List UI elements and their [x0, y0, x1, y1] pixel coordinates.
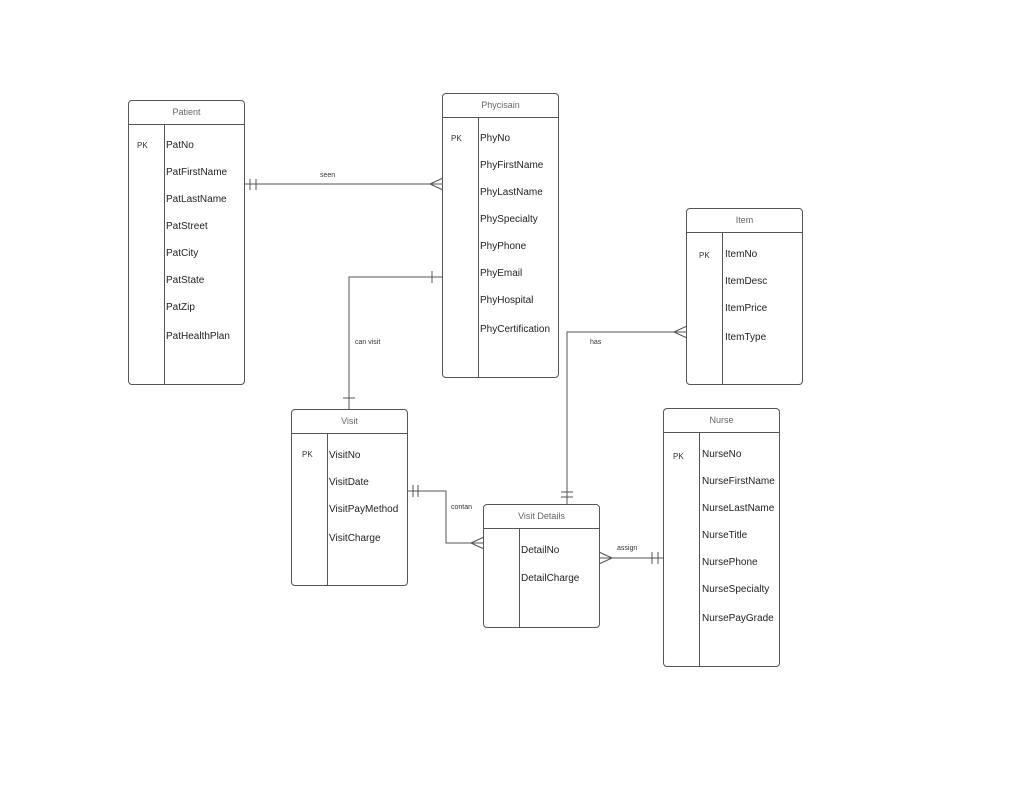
patient-attr: PatState: [166, 275, 205, 286]
item-attr: ItemNo: [725, 249, 758, 260]
physician-divider: [478, 117, 479, 377]
has-connector: [561, 325, 688, 505]
seen-connector: [244, 177, 444, 191]
visit-pk-label: PK: [302, 450, 313, 459]
patient-attr: PatHealthPlan: [166, 331, 230, 342]
physician-attr: PhyHospital: [480, 295, 534, 306]
nurse-attr: NursePhone: [702, 557, 758, 568]
physician-entity[interactable]: Phycisain PK PhyNo PhyFirstName PhyLastN…: [442, 93, 559, 378]
contain-label: contan: [451, 504, 473, 511]
nurse-attr: NursePayGrade: [702, 613, 774, 624]
nurse-divider: [699, 432, 700, 666]
physician-title: Phycisain: [443, 94, 558, 118]
physician-attr: PhyEmail: [480, 268, 523, 279]
visit-details-attr: DetailNo: [521, 545, 560, 556]
physician-attr: PhyPhone: [480, 241, 527, 252]
nurse-attr: NurseLastName: [702, 503, 775, 514]
contain-connector: [407, 485, 485, 550]
nurse-title: Nurse: [664, 409, 779, 433]
physician-pk-label: PK: [451, 134, 462, 143]
patient-attr: PatFirstName: [166, 167, 228, 178]
patient-attr: PatLastName: [166, 194, 227, 205]
nurse-pk-label: PK: [673, 452, 684, 461]
item-entity[interactable]: Item PK ItemNo ItemDesc ItemPrice ItemTy…: [686, 208, 803, 385]
assign-connector: [598, 551, 664, 565]
nurse-attr: NurseTitle: [702, 530, 748, 541]
patient-pk-label: PK: [137, 141, 148, 150]
physician-attr: PhyCertification: [480, 324, 551, 335]
physician-attr: PhyNo: [480, 133, 511, 144]
visit-attr: VisitNo: [329, 450, 361, 461]
visit-attr: VisitCharge: [329, 533, 381, 544]
nurse-attr: NurseFirstName: [702, 476, 775, 487]
item-attr: ItemDesc: [725, 276, 768, 287]
item-attr: ItemType: [725, 332, 767, 343]
assign-label: assign: [617, 545, 638, 552]
patient-entity[interactable]: Patient PK PatNo PatFirstName PatLastNam…: [128, 100, 245, 385]
visit-divider: [327, 433, 328, 585]
item-pk-label: PK: [699, 251, 710, 260]
visit-details-attr: DetailCharge: [521, 573, 580, 584]
visit-attr: VisitDate: [329, 477, 369, 488]
visit-details-entity[interactable]: Visit Details DetailNo DetailCharge: [483, 504, 600, 628]
patient-title: Patient: [129, 101, 244, 125]
can-visit-label: can visit: [355, 339, 381, 346]
physician-attr: PhyFirstName: [480, 160, 544, 171]
physician-attr: PhyLastName: [480, 187, 543, 198]
patient-attr: PatZip: [166, 302, 195, 313]
item-divider: [722, 232, 723, 384]
physician-attr: PhySpecialty: [480, 214, 538, 225]
seen-label: seen: [320, 172, 336, 179]
nurse-attr: NurseSpecialty: [702, 584, 770, 595]
has-label: has: [590, 339, 602, 346]
nurse-entity[interactable]: Nurse PK NurseNo NurseFirstName NurseLas…: [663, 408, 780, 667]
item-title: Item: [687, 209, 802, 233]
nurse-attr: NurseNo: [702, 449, 742, 460]
visit-details-title: Visit Details: [484, 505, 599, 529]
patient-divider: [164, 124, 165, 384]
visit-attr: VisitPayMethod: [329, 504, 399, 515]
item-attr: ItemPrice: [725, 303, 768, 314]
visit-title: Visit: [292, 410, 407, 434]
can-visit-connector: [343, 271, 443, 410]
patient-attr: PatStreet: [166, 221, 208, 232]
patient-attr: PatNo: [166, 140, 194, 151]
visit-entity[interactable]: Visit PK VisitNo VisitDate VisitPayMetho…: [291, 409, 408, 586]
patient-attr: PatCity: [166, 248, 199, 259]
visit-details-divider: [519, 528, 520, 627]
